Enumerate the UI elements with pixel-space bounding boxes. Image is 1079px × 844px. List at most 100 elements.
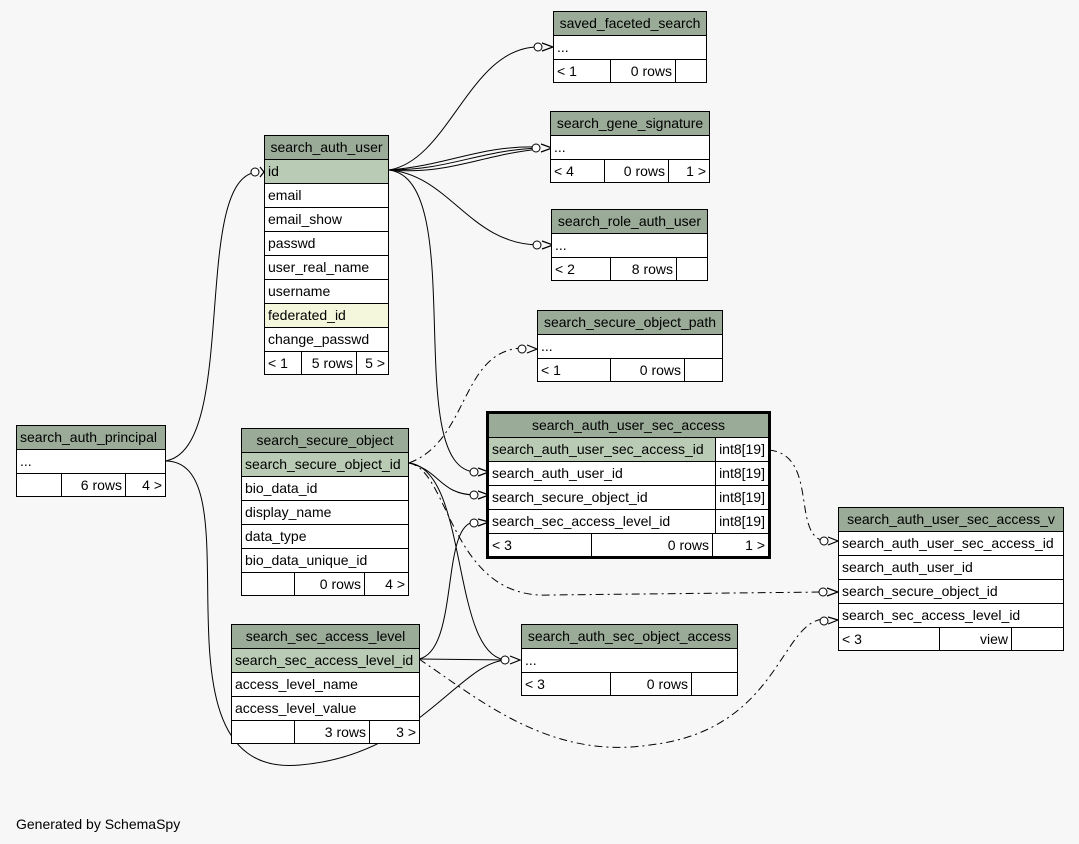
column-search-secure-object-id: search_secure_object_id	[839, 580, 1063, 604]
column-ellipsis: ...	[17, 450, 165, 474]
row-count: 3 rows	[294, 721, 369, 743]
column-user-real-name: user_real_name	[265, 256, 388, 280]
edge-object-sec-access	[408, 462, 477, 496]
column-access-level-name: access_level_name	[232, 673, 419, 697]
table-footer: < 2 8 rows	[552, 258, 707, 280]
edge-level-view	[418, 618, 826, 748]
table-search-secure-object-path[interactable]: search_secure_object_path ... < 1 0 rows	[537, 310, 723, 382]
parents-link[interactable]	[242, 573, 294, 595]
column-change-passwd: change_passwd	[265, 328, 388, 352]
table-saved-faceted-search[interactable]: saved_faceted_search ... < 1 0 rows	[553, 11, 707, 83]
parents-link[interactable]: < 1	[541, 362, 561, 378]
table-search-role-auth-user[interactable]: search_role_auth_user ... < 2 8 rows	[551, 209, 708, 281]
parents-link[interactable]: < 3	[525, 676, 545, 692]
table-search-auth-user[interactable]: search_auth_user id email email_show pas…	[264, 135, 389, 375]
row-count: 0 rows	[294, 573, 364, 595]
parents-link[interactable]: < 2	[555, 261, 575, 277]
table-footer: 0 rows 4 >	[242, 573, 408, 595]
table-footer: < 1 0 rows	[554, 60, 706, 82]
table-search-secure-object[interactable]: search_secure_object search_secure_objec…	[241, 428, 409, 596]
column-access-level-value: access_level_value	[232, 697, 419, 721]
children-link[interactable]: 4 >	[125, 474, 165, 496]
column-id: id	[265, 160, 388, 184]
edge-user-role-auth-user	[388, 169, 541, 246]
parents-link[interactable]: < 1	[268, 355, 288, 371]
children-link[interactable]	[675, 60, 706, 82]
column-name: search_auth_user_sec_access_id	[492, 441, 704, 457]
children-link[interactable]: 1 >	[668, 160, 709, 182]
table-title: search_secure_object	[242, 429, 408, 453]
row-count: 8 rows	[610, 258, 676, 280]
column-federated-id: federated_id	[265, 304, 388, 328]
table-search-gene-signature[interactable]: search_gene_signature ... < 4 0 rows 1 >	[550, 111, 710, 183]
edge-user-sec-access	[388, 169, 477, 473]
column-bio-data-unique-id: bio_data_unique_id	[242, 549, 408, 573]
edge-user-gene-signature-2	[388, 147, 541, 171]
column-search-sec-access-level-id: search_sec_access_level_id int8[19]	[489, 510, 768, 534]
column-display-name: display_name	[242, 501, 408, 525]
table-footer: < 3 0 rows	[522, 673, 737, 695]
column-search-sec-access-level-id: search_sec_access_level_id	[839, 604, 1063, 628]
edge-object-view	[408, 462, 826, 596]
column-name: search_sec_access_level_id	[492, 513, 671, 529]
column-type: int8[19]	[715, 486, 768, 509]
table-title: search_auth_sec_object_access	[522, 625, 737, 649]
column-search-secure-object-id: search_secure_object_id	[242, 453, 408, 477]
table-footer: 3 rows 3 >	[232, 721, 419, 743]
table-title: search_sec_access_level	[232, 625, 419, 649]
column-search-auth-user-id: search_auth_user_id	[839, 556, 1063, 580]
row-count: 5 rows	[301, 352, 356, 374]
edge-level-object-access	[418, 658, 509, 661]
column-ellipsis: ...	[554, 36, 706, 60]
column-type: int8[19]	[715, 510, 768, 533]
column-name: search_auth_user_id	[492, 465, 623, 481]
column-email: email	[265, 184, 388, 208]
column-name: search_secure_object_id	[492, 489, 648, 505]
children-link[interactable]: 1 >	[712, 534, 768, 556]
edge-user-gene-signature-3	[388, 148, 541, 172]
table-search-auth-user-sec-access-v[interactable]: search_auth_user_sec_access_v search_aut…	[838, 507, 1064, 651]
column-bio-data-id: bio_data_id	[242, 477, 408, 501]
edge-user-saved-faceted	[388, 46, 541, 171]
edge-level-sec-access	[418, 521, 477, 660]
table-search-auth-sec-object-access[interactable]: search_auth_sec_object_access ... < 3 0 …	[521, 624, 738, 696]
edge-user-gene-signature-1	[388, 146, 541, 171]
table-title: saved_faceted_search	[554, 12, 706, 36]
children-link[interactable]: 4 >	[364, 573, 408, 595]
edge-object-secure-path	[408, 347, 524, 464]
table-footer: < 3 0 rows 1 >	[489, 534, 768, 556]
column-search-auth-user-sec-access-id: search_auth_user_sec_access_id	[839, 532, 1063, 556]
generated-by-footer: Generated by SchemaSpy	[16, 816, 181, 832]
edge-principal-object-access	[164, 460, 509, 766]
children-link[interactable]	[691, 673, 737, 695]
children-link[interactable]: 5 >	[356, 352, 388, 374]
column-search-secure-object-id: search_secure_object_id int8[19]	[489, 486, 768, 510]
table-search-auth-user-sec-access[interactable]: search_auth_user_sec_access search_auth_…	[486, 411, 771, 559]
table-title: search_secure_object_path	[538, 311, 722, 335]
parents-link[interactable]: < 3	[842, 631, 862, 647]
column-ellipsis: ...	[552, 234, 707, 258]
edge-object-object-access	[408, 462, 509, 661]
table-footer: 6 rows 4 >	[17, 474, 165, 496]
children-link[interactable]	[1011, 628, 1063, 650]
parents-link[interactable]: < 4	[554, 163, 574, 179]
parents-link[interactable]: < 1	[557, 63, 577, 79]
row-count: 6 rows	[61, 474, 125, 496]
table-title: search_auth_principal	[17, 426, 165, 450]
table-title: search_auth_user	[265, 136, 388, 160]
children-link[interactable]	[676, 258, 707, 280]
table-search-sec-access-level[interactable]: search_sec_access_level search_sec_acces…	[231, 624, 420, 744]
parents-link[interactable]: < 3	[492, 537, 512, 553]
column-search-auth-user-id: search_auth_user_id int8[19]	[489, 462, 768, 486]
table-title: search_gene_signature	[551, 112, 709, 136]
table-search-auth-principal[interactable]: search_auth_principal ... 6 rows 4 >	[16, 425, 166, 497]
children-link[interactable]	[684, 359, 722, 381]
row-count: 0 rows	[604, 160, 668, 182]
column-ellipsis: ...	[551, 136, 709, 160]
parents-link[interactable]	[17, 474, 61, 496]
edge-principal-user	[164, 171, 259, 462]
edge-secaccess-view	[768, 449, 828, 542]
parents-link[interactable]	[232, 721, 294, 743]
children-link[interactable]: 3 >	[369, 721, 419, 743]
